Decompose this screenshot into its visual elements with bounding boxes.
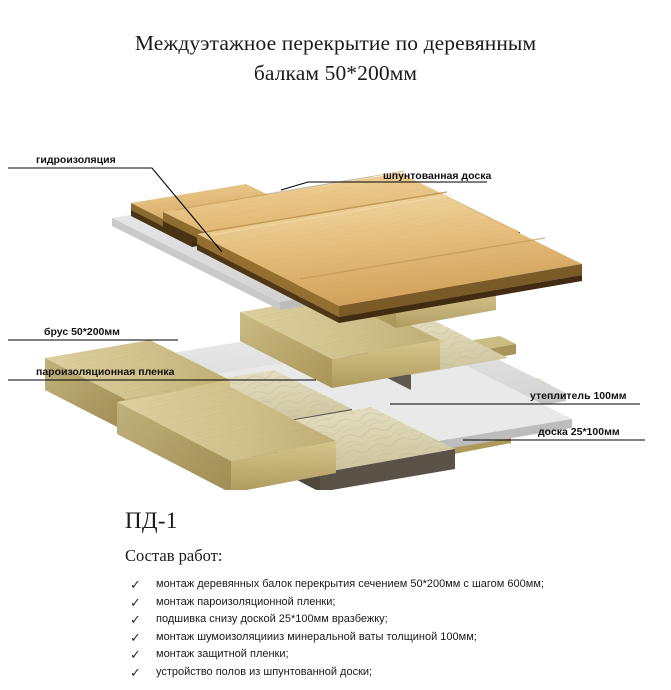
check-icon: ✓	[130, 577, 141, 592]
work-list-item: ✓ монтаж защитной пленки;	[128, 646, 648, 664]
construction-diagram: гидроизоляция шпунтованная доска брус 50…	[0, 140, 671, 493]
leader-gidroizolyaciya	[8, 167, 223, 253]
spec-heading: Состав работ:	[125, 546, 223, 565]
work-list-item: ✓ подшивка снизу доской 25*100мм вразбежк…	[128, 611, 648, 629]
check-icon: ✓	[130, 612, 141, 628]
label-gidroizolyaciya: гидроизоляция	[36, 154, 116, 166]
work-list-item-label: монтаж деревянных балок перекрытия сечен…	[156, 578, 544, 590]
work-list-item-label: монтаж защитной пленки;	[156, 648, 289, 661]
label-brus: брус 50*200мм	[44, 326, 120, 338]
check-icon: ✓	[130, 664, 141, 680]
diagram-svg	[8, 167, 645, 493]
work-list-item: ✓ монтаж деревянных балок перекрытия сече…	[128, 576, 648, 594]
leader-lines	[8, 167, 645, 441]
spec-code: ПД-1	[125, 508, 178, 533]
work-list-item: ✓ устройство полов из шпунтованной доски;	[128, 664, 648, 682]
check-icon: ✓	[130, 594, 141, 610]
leader-shpuntovannaya-doska	[280, 181, 487, 191]
work-list-item-label: монтаж шумоизоляциииз минеральной ваты т…	[156, 630, 477, 643]
work-list-item: ✓ монтаж пароизоляционной пленки;	[128, 594, 648, 612]
work-list-item-label: подшивка снизу доской 25*100мм вразбежку…	[156, 613, 388, 626]
page-title-line-1: Междуэтажное перекрытие по деревянным	[134, 31, 537, 55]
joist-beam-2	[117, 383, 336, 493]
check-icon: ✓	[130, 647, 141, 663]
floorboard-group	[131, 170, 582, 323]
work-list: ✓ монтаж деревянных балок перекрытия сече…	[128, 576, 648, 682]
label-paroizolyacionnaya-plenka: пароизоляционная пленка	[36, 366, 175, 378]
check-icon: ✓	[130, 629, 141, 645]
work-list-item-label: устройство полов из шпунтованной доски;	[156, 665, 373, 678]
label-uteplitel: утеплитель 100мм	[530, 390, 627, 402]
label-shpuntovannaya-doska: шпунтованная доска	[383, 170, 492, 182]
joist-beam-3	[240, 294, 440, 388]
floorboard-front	[197, 194, 582, 323]
work-list-item-label: монтаж пароизоляционной пленки;	[156, 595, 336, 608]
work-list-item: ✓ монтаж шумоизоляциииз минеральной ваты …	[128, 629, 648, 647]
page-title-line-2: балкам 50*200мм	[253, 61, 418, 85]
label-doska: доска 25*100мм	[538, 426, 620, 438]
page-title: Междуэтажное перекрытие по деревянным ба…	[0, 28, 671, 88]
